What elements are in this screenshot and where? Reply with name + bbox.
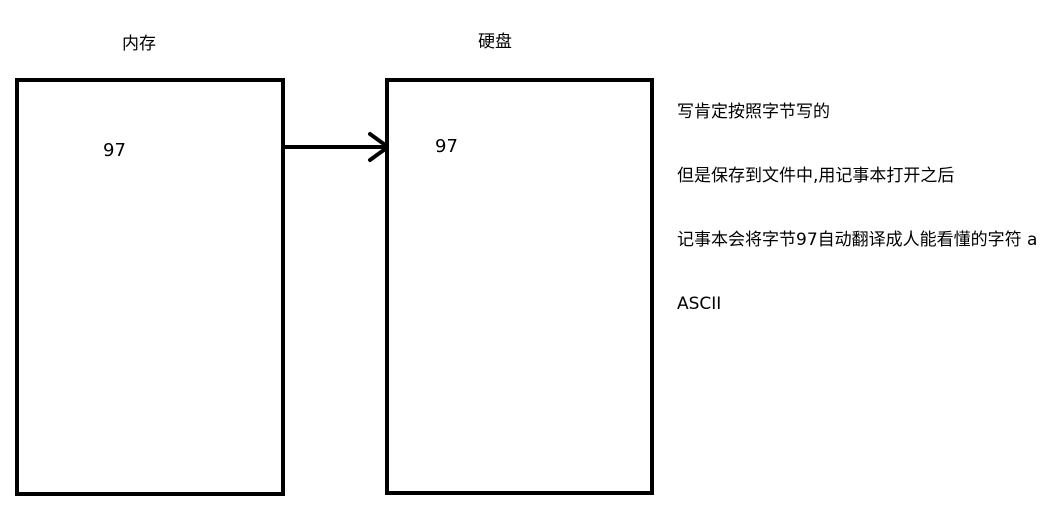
note-line-4: ASCII — [677, 294, 722, 314]
note-line-1: 写肯定按照字节写的 — [677, 102, 830, 122]
disk-box — [385, 78, 654, 495]
note-line-2: 但是保存到文件中,用记事本打开之后 — [677, 166, 955, 186]
memory-value: 97 — [103, 140, 126, 161]
memory-box — [15, 78, 285, 496]
memory-title: 内存 — [122, 34, 156, 54]
disk-value: 97 — [435, 136, 458, 157]
note-line-3: 记事本会将字节97自动翻译成人能看懂的字符 a — [677, 230, 1038, 250]
disk-title: 硬盘 — [478, 32, 512, 52]
transfer-arrow — [282, 132, 392, 162]
